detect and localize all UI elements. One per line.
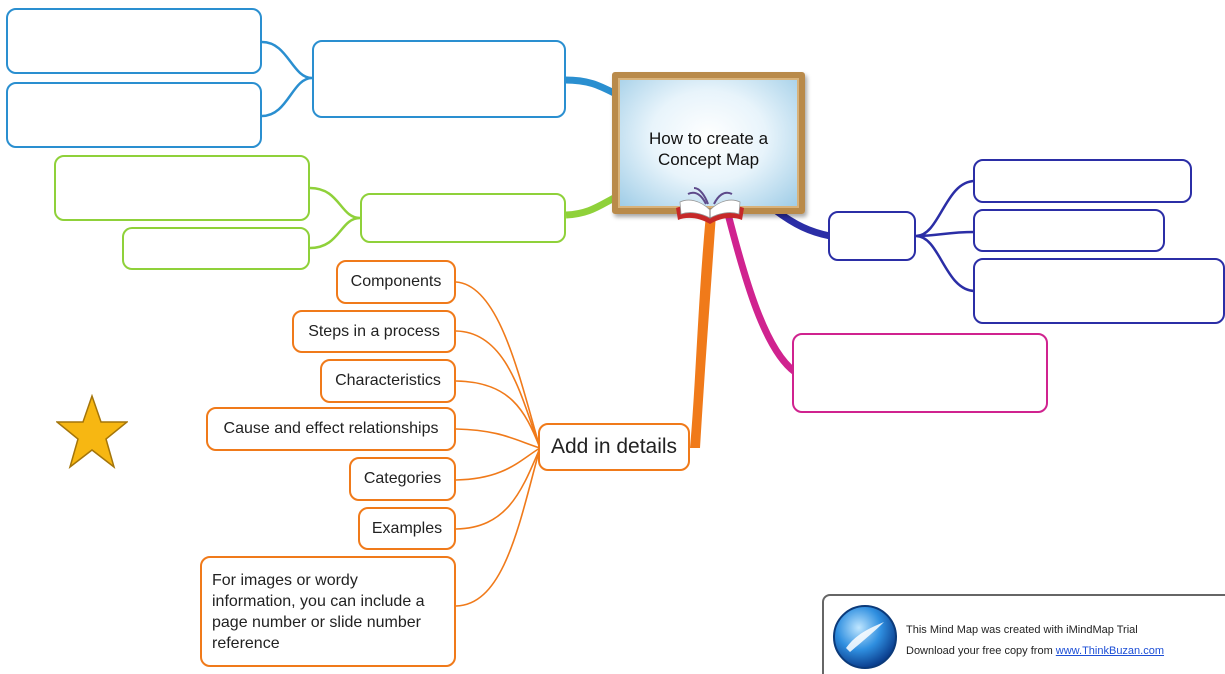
orange-main-branch (690, 214, 716, 448)
detail-item-components[interactable]: Components (336, 260, 456, 304)
green-node-bottom[interactable] (122, 227, 310, 270)
blue-main-branch (564, 76, 620, 99)
detail-item-categories[interactable]: Categories (349, 457, 456, 501)
green-main-branch (565, 192, 620, 219)
detail-note-text: For images or wordy information, you can… (212, 571, 425, 652)
pink-main-branch (724, 213, 798, 375)
green-node-top[interactable] (54, 155, 310, 221)
navy-node-main[interactable] (828, 211, 916, 261)
add-in-details-node[interactable]: Add in details (538, 423, 690, 471)
blue-node-top-left[interactable] (6, 8, 262, 74)
navy-node-top[interactable] (973, 159, 1192, 203)
open-book-icon (676, 187, 744, 224)
green-sub-connector (309, 186, 361, 250)
navy-node-bottom[interactable] (973, 258, 1225, 324)
thinkbuzan-link[interactable]: www.ThinkBuzan.com (1055, 645, 1165, 657)
detail-item-note[interactable]: For images or wordy information, you can… (200, 556, 456, 667)
green-node-main[interactable] (360, 193, 566, 243)
watermark-line1: This Mind Map was created with iMindMap … (906, 624, 1138, 636)
star-icon (56, 394, 128, 469)
pink-node[interactable] (792, 333, 1048, 413)
navy-sub-connector (915, 179, 976, 293)
detail-item-cause-effect[interactable]: Cause and effect relationships (206, 407, 456, 451)
blue-sub-connector (261, 40, 313, 118)
blue-node-bottom-left[interactable] (6, 82, 262, 148)
blue-node-main[interactable] (312, 40, 566, 118)
orange-sub-connectors (455, 281, 541, 607)
detail-item-characteristics[interactable]: Characteristics (320, 359, 456, 403)
imindmap-watermark: This Mind Map was created with iMindMap … (822, 594, 1225, 674)
detail-item-steps[interactable]: Steps in a process (292, 310, 456, 353)
detail-item-examples[interactable]: Examples (358, 507, 456, 550)
navy-node-middle[interactable] (973, 209, 1165, 252)
watermark-line2: Download your free copy from www.ThinkBu… (906, 645, 1165, 657)
imindmap-logo-icon (833, 605, 897, 669)
central-topic-title: How to create a Concept Map (648, 129, 769, 169)
